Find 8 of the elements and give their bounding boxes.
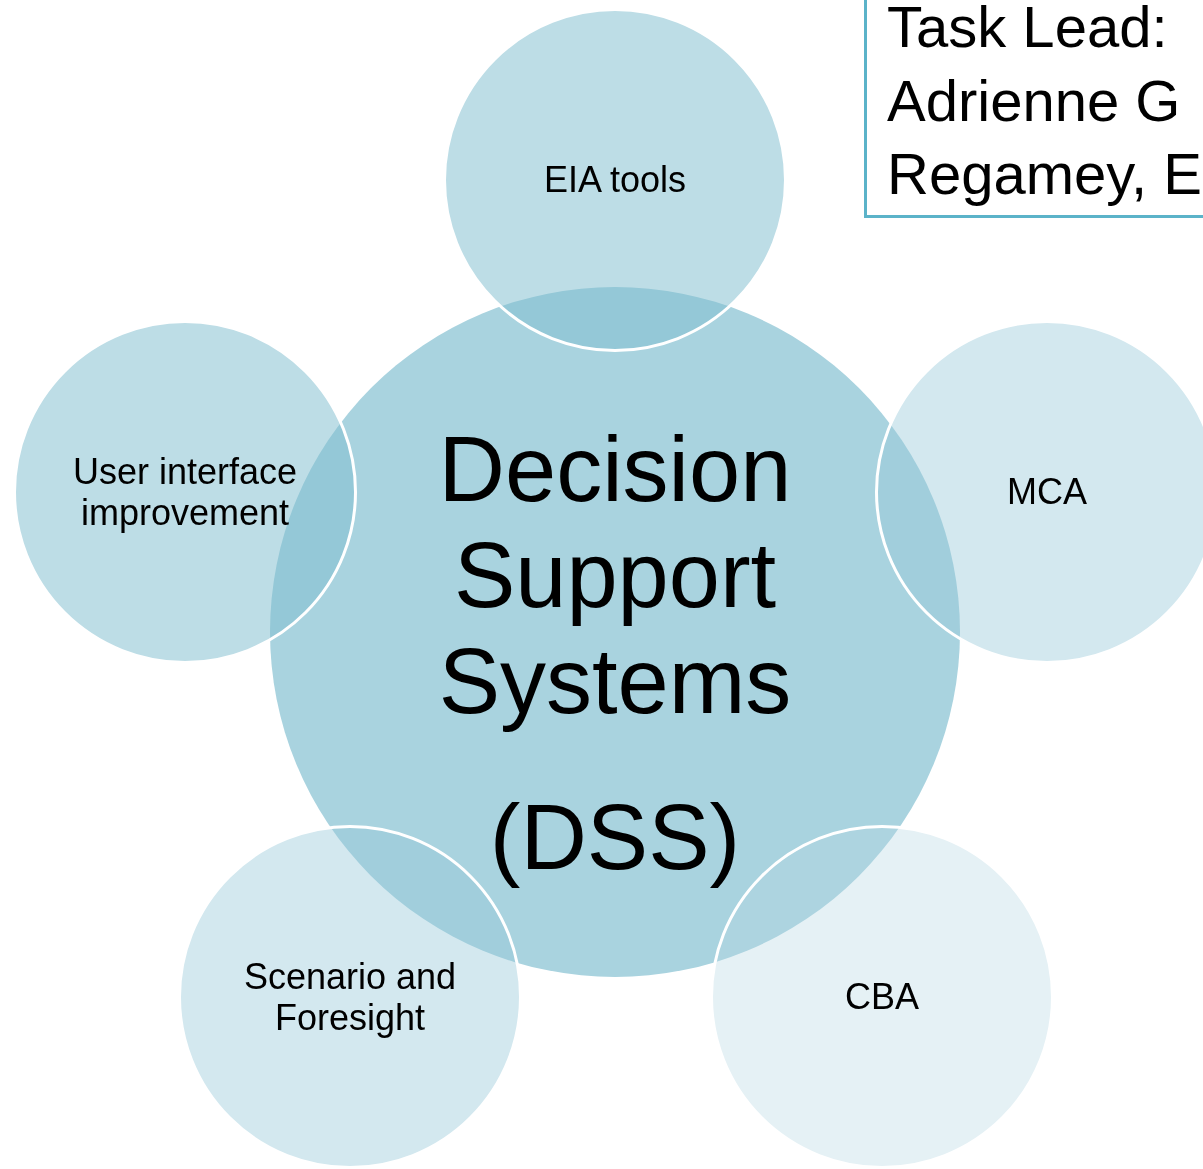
topic-label: EIA tools [542, 159, 688, 201]
abbreviation: (DSS) [488, 784, 742, 890]
note-text: Task Lead: Adrienne G Regamey, E [886, 0, 1203, 209]
central-title: Decision Support Systems [437, 417, 793, 734]
topic-label: Scenario and Foresight [242, 955, 458, 1039]
topic-label: MCA [1006, 471, 1088, 513]
topic-label: CBA [844, 976, 920, 1018]
topic-label: User interface improvement [71, 450, 299, 534]
